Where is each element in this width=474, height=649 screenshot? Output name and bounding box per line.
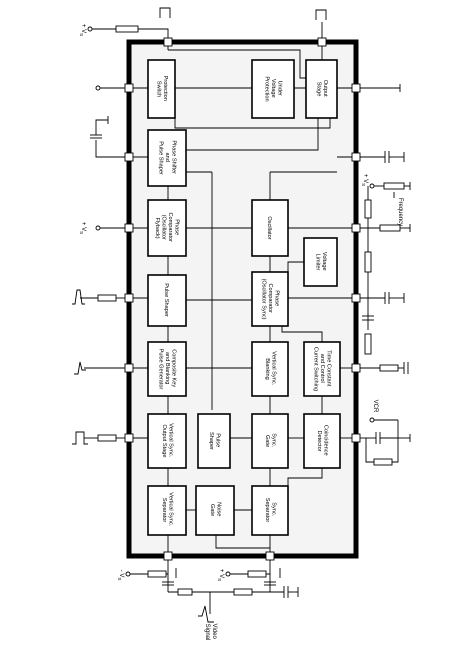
label-voltage-limiter: Voltage Limiter xyxy=(315,252,328,272)
label-vcr: VCR xyxy=(372,400,378,413)
block-phase-shifter xyxy=(147,129,187,187)
pin-right-2 xyxy=(351,152,361,162)
pin-left-3 xyxy=(124,223,134,233)
label-video-signal: Video Signal xyxy=(204,624,217,641)
potentiometer-frequency xyxy=(383,182,405,190)
block-vertical-sync-output xyxy=(147,413,187,469)
block-vertical-sync-blanking xyxy=(251,341,289,397)
block-output-stage xyxy=(305,59,338,119)
pin-left-6 xyxy=(124,433,134,443)
label-output-stage: Output Stage xyxy=(316,80,329,98)
label-vs-mid: + VS xyxy=(79,222,86,234)
label-vs-bottom-left: - VS xyxy=(117,570,124,581)
block-oscillator xyxy=(251,199,289,257)
label-vertical-sync-separator: Vertical Sync. Separator xyxy=(161,492,174,527)
pin-left-1 xyxy=(124,83,134,93)
pin-bottom-2 xyxy=(265,551,275,561)
label-under-voltage: Under Voltage Protection xyxy=(264,76,283,101)
block-composite-key xyxy=(147,341,187,397)
label-noise-gate: Noise Gate xyxy=(209,502,222,518)
block-phase-comparator-flyback xyxy=(147,199,187,257)
block-coincidence-detector xyxy=(303,413,341,469)
resistor-right-c xyxy=(364,251,372,273)
label-phase-comparator-flyback: Phase Comparator (Oscillator Flyback) xyxy=(154,212,180,243)
block-phase-comparator-sync xyxy=(251,271,289,327)
label-vs-right: + VS xyxy=(361,174,368,186)
resistor-right-a xyxy=(364,199,372,219)
label-composite-key: Composite Key and Blanking Pulse Generat… xyxy=(158,349,177,390)
block-vertical-sync-separator xyxy=(147,485,187,536)
internal-wiring xyxy=(129,42,356,556)
label-vs-top: + VS xyxy=(79,24,86,36)
pin-right-4 xyxy=(351,293,361,303)
pins xyxy=(124,37,361,561)
pin-top-1 xyxy=(163,37,173,47)
label-time-constant: Time Constant and Control Current Switch… xyxy=(313,347,332,391)
label-phase-shifter: Phase Shifter and Pulse Shaper xyxy=(158,140,177,175)
pulse-waveform-left-5 xyxy=(74,361,86,375)
resistor-vcr xyxy=(373,458,393,466)
label-pulse-shaper-2: Pulse Shaper xyxy=(208,432,221,450)
pin-left-4 xyxy=(124,293,134,303)
label-protection-switch: Protection Switch xyxy=(156,76,169,103)
label-vs-bottom-mid: + VS xyxy=(217,569,224,581)
pulse-waveform-left-4 xyxy=(72,289,85,305)
resistor-left-6 xyxy=(97,434,117,442)
pin-right-1 xyxy=(351,83,361,93)
label-sync-gate: Sync. Gate xyxy=(264,433,277,449)
resistor-bottom-2 xyxy=(247,570,267,578)
label-vertical-sync-blanking: Vertical Sync. Blanking xyxy=(264,351,277,386)
pin-right-3 xyxy=(351,223,361,233)
block-protection-switch xyxy=(147,59,176,119)
pulse-waveform-top-2 xyxy=(315,9,327,20)
resistor-bottom-3 xyxy=(177,588,193,596)
resistor-right-e xyxy=(379,364,399,372)
resistor-left-4 xyxy=(97,294,117,302)
resistor-top xyxy=(115,25,139,33)
block-labels: Protection Switch Under Voltage Protecti… xyxy=(154,76,332,527)
resistor-right-b xyxy=(379,224,401,232)
block-time-constant xyxy=(303,341,341,397)
pulse-waveform-left-6 xyxy=(72,431,88,445)
label-pulse-shaper: Pulse Shaper xyxy=(163,283,169,317)
pulse-waveform-top-1 xyxy=(159,7,171,18)
block-voltage-limiter xyxy=(303,237,338,287)
external-labels: + VS + VS - VS + VS + VS Frequency VCR V… xyxy=(79,24,403,641)
blocks xyxy=(147,59,341,536)
block-pulse-shaper xyxy=(147,274,187,327)
external-circuit xyxy=(72,7,411,623)
block-under-voltage-protection xyxy=(251,59,295,119)
label-vertical-sync-output: Vertical Sync. Output Stage xyxy=(161,423,174,458)
pin-right-5 xyxy=(351,363,361,373)
resistor-bottom-4 xyxy=(233,588,253,596)
video-waveform xyxy=(198,605,214,623)
resistor-bottom-1 xyxy=(147,570,167,578)
pin-bottom-1 xyxy=(163,551,173,561)
block-pulse-shaper-2 xyxy=(197,413,231,469)
block-noise-gate xyxy=(195,485,235,536)
pin-left-5 xyxy=(124,363,134,373)
label-oscillator: Oscillator xyxy=(266,216,272,239)
label-coincidence-detector: Coincidence Detector xyxy=(316,425,329,457)
pin-top-2 xyxy=(317,37,327,47)
pin-right-6 xyxy=(351,433,361,443)
label-frequency: Frequency xyxy=(397,198,403,226)
pin-left-2 xyxy=(124,152,134,162)
label-sync-separator: Sync. Separator xyxy=(264,498,277,523)
block-sync-separator xyxy=(251,485,289,536)
block-sync-gate xyxy=(251,413,289,469)
resistor-right-d xyxy=(364,333,372,355)
label-phase-comparator-sync: Phase Comparator (Oscillator Sync) xyxy=(261,278,280,319)
